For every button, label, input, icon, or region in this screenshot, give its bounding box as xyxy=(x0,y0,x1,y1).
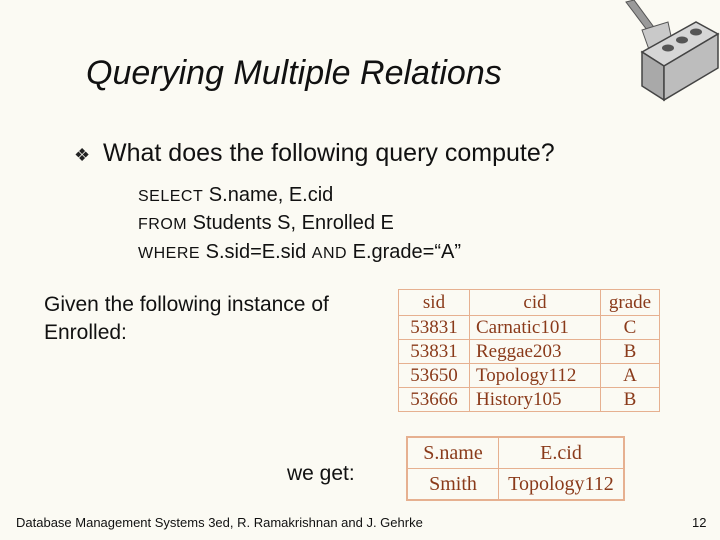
table-cell: A xyxy=(600,363,660,388)
table-cell: 53650 xyxy=(398,363,470,388)
sql-keyword-where: WHERE xyxy=(138,245,201,262)
slide-footer: Database Management Systems 3ed, R. Rama… xyxy=(16,515,423,530)
brick-and-trowel-icon xyxy=(625,0,720,102)
bullet-icon: ❖ xyxy=(74,145,91,165)
table-cell: 53831 xyxy=(398,339,470,364)
result-table: S.name E.cid Smith Topology112 xyxy=(406,436,625,501)
column-header: E.cid xyxy=(498,436,625,469)
table-cell: Topology112 xyxy=(469,363,601,388)
sql-where-condition-1: S.sid=E.sid xyxy=(200,241,312,263)
sql-from-tables: Students S, Enrolled E xyxy=(187,212,394,234)
sql-from-line: FROM Students S, Enrolled E xyxy=(138,212,394,235)
table-row: 53666 History105 B xyxy=(398,387,660,412)
table-cell: B xyxy=(600,339,660,364)
table-cell: Carnatic101 xyxy=(469,315,601,340)
sql-select-line: SELECT S.name, E.cid xyxy=(138,184,333,207)
column-header: cid xyxy=(469,289,601,316)
table-row: 53831 Carnatic101 C xyxy=(398,315,660,340)
table-cell: Topology112 xyxy=(498,468,625,501)
column-header: grade xyxy=(600,289,660,316)
sql-keyword-select: SELECT xyxy=(138,188,204,205)
slide-title: Querying Multiple Relations xyxy=(86,54,502,92)
page-number: 12 xyxy=(692,515,707,530)
table-cell: Smith xyxy=(406,468,499,501)
table-header-row: S.name E.cid xyxy=(406,436,625,469)
we-get-text: we get: xyxy=(287,462,355,485)
table-cell: 53831 xyxy=(398,315,470,340)
table-cell: C xyxy=(600,315,660,340)
table-cell: Reggae203 xyxy=(469,339,601,364)
sql-where-condition-2: E.grade=“A” xyxy=(347,241,462,263)
sql-select-columns: S.name, E.cid xyxy=(203,184,334,206)
table-cell: B xyxy=(600,387,660,412)
given-instance-text: Given the following instance of Enrolled… xyxy=(44,293,329,344)
enrolled-table: sid cid grade 53831 Carnatic101 C 53831 … xyxy=(398,289,660,412)
table-header-row: sid cid grade xyxy=(398,289,660,316)
column-header: sid xyxy=(398,289,470,316)
column-header: S.name xyxy=(406,436,499,469)
sql-keyword-and: AND xyxy=(311,245,348,262)
table-row: 53831 Reggae203 B xyxy=(398,339,660,364)
table-row: Smith Topology112 xyxy=(406,468,625,501)
sql-where-line: WHERE S.sid=E.sid AND E.grade=“A” xyxy=(138,241,461,264)
table-cell: History105 xyxy=(469,387,601,412)
bullet-question: What does the following query compute? xyxy=(103,139,555,167)
table-row: 53650 Topology112 A xyxy=(398,363,660,388)
table-cell: 53666 xyxy=(398,387,470,412)
sql-keyword-from: FROM xyxy=(138,216,188,233)
